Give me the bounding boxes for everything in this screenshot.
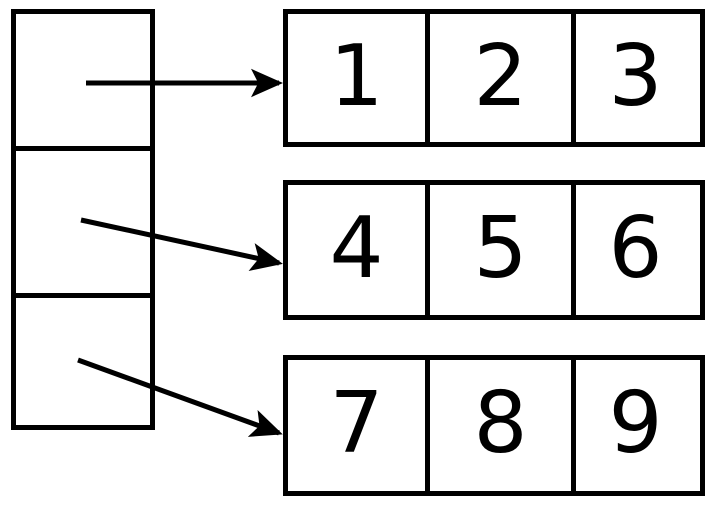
index-cell-2[interactable]: [16, 298, 150, 425]
data-cell-2-0[interactable]: 7: [288, 360, 430, 491]
data-cell-1-1[interactable]: 5: [430, 185, 576, 315]
data-row-1: 4 5 6: [283, 180, 705, 320]
data-cell-2-2[interactable]: 9: [576, 360, 695, 491]
data-row-2: 7 8 9: [283, 355, 705, 496]
data-row-0: 1 2 3: [283, 9, 705, 147]
index-cell-0[interactable]: [16, 14, 150, 151]
data-cell-1-2[interactable]: 6: [576, 185, 695, 315]
data-cell-0-0[interactable]: 1: [288, 14, 430, 142]
index-column: [11, 9, 155, 430]
data-cell-1-0[interactable]: 4: [288, 185, 430, 315]
index-cell-1[interactable]: [16, 151, 150, 298]
data-cell-2-1[interactable]: 8: [430, 360, 576, 491]
data-cell-0-2[interactable]: 3: [576, 14, 695, 142]
data-cell-0-1[interactable]: 2: [430, 14, 576, 142]
